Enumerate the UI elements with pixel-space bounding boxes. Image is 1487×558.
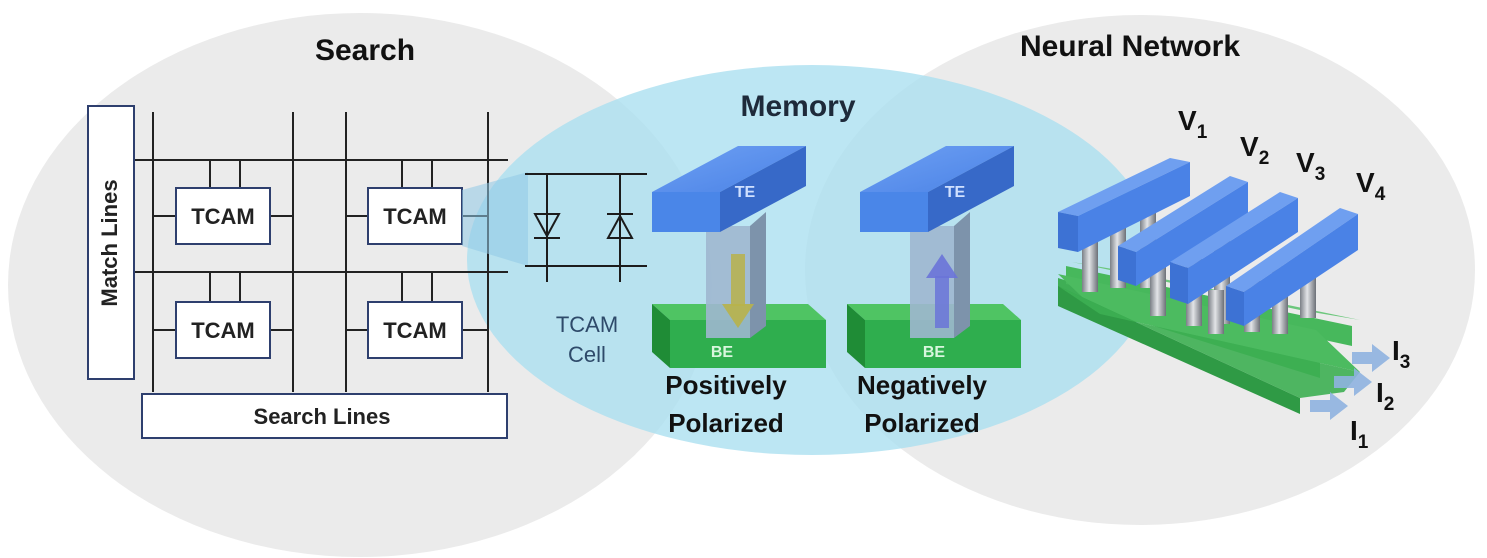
- bitline-2: [1118, 176, 1248, 286]
- current-labels: I3 I2 I1: [1350, 335, 1410, 453]
- tcam-cell-1-label: TCAM: [191, 204, 255, 229]
- tcam-cell-4-label: TCAM: [383, 318, 447, 343]
- current-label-2: I2: [1376, 377, 1394, 415]
- tcam-array: [135, 112, 508, 392]
- polarization-up-arrow-icon: [926, 254, 958, 328]
- negative-caption-line2: Polarized: [864, 408, 980, 438]
- search-lines-box: Search Lines: [141, 393, 508, 439]
- current-label-1: I1: [1350, 415, 1369, 453]
- negative-caption-line1: Negatively: [857, 370, 988, 400]
- device-negative-te-label: TE: [945, 184, 966, 201]
- voltage-label-1: V1: [1178, 105, 1208, 143]
- zoom-funnel: [462, 172, 528, 266]
- device-positive-te-label: TE: [735, 184, 756, 201]
- bitline-1: [1058, 158, 1190, 252]
- voltage-labels: V1 V2 V3 V4: [1178, 105, 1386, 205]
- current-arrow-icon: [1310, 344, 1390, 420]
- crossbar-array: [1058, 158, 1390, 420]
- current-label-3: I3: [1392, 335, 1410, 373]
- bitline-3: [1170, 192, 1298, 304]
- match-lines-label: Match Lines: [97, 179, 122, 306]
- memory-bubble: [467, 65, 1157, 455]
- positive-caption-line2: Polarized: [668, 408, 784, 438]
- tcam-cell-1: TCAM: [175, 187, 271, 245]
- tcam-cell-3-label: TCAM: [191, 318, 255, 343]
- tcam-cell-2: TCAM: [367, 187, 463, 245]
- tcam-cell-label-line2: Cell: [568, 342, 606, 367]
- polarization-down-arrow-icon: [722, 254, 754, 328]
- device-negative-be-label: BE: [923, 344, 946, 361]
- device-positive-be-label: BE: [711, 344, 734, 361]
- voltage-label-2: V2: [1240, 131, 1269, 169]
- diode-right-icon: [606, 213, 634, 239]
- tcam-cell-schematic: [525, 173, 647, 282]
- search-lines-label: Search Lines: [254, 404, 391, 429]
- tcam-cell-2-label: TCAM: [383, 204, 447, 229]
- positive-caption-line1: Positively: [665, 370, 787, 400]
- device-negative: TE BE: [847, 146, 1021, 368]
- diode-left-icon: [533, 213, 561, 239]
- device-positive: TE BE: [652, 146, 826, 368]
- tcam-cell-label-line1: TCAM: [556, 312, 618, 337]
- search-title: Search: [315, 34, 415, 67]
- tcam-cell-4: TCAM: [367, 301, 463, 359]
- tcam-cell-3: TCAM: [175, 301, 271, 359]
- neural-network-title: Neural Network: [1020, 30, 1240, 63]
- voltage-label-4: V4: [1356, 167, 1386, 205]
- match-lines-box: Match Lines: [87, 105, 135, 380]
- bitline-4: [1226, 208, 1358, 326]
- memory-title: Memory: [740, 90, 855, 123]
- voltage-label-3: V3: [1296, 147, 1325, 185]
